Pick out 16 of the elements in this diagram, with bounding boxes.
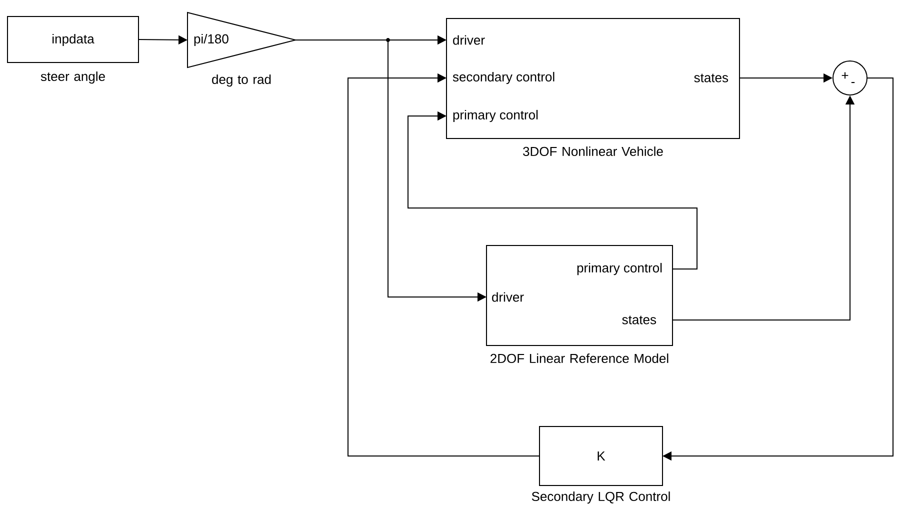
arrow — [348, 73, 540, 456]
arrow — [408, 111, 698, 270]
port-label: states — [694, 74, 728, 82]
block-caption: deg to rad — [212, 74, 271, 87]
port-label: driver — [453, 35, 485, 45]
block-caption: 3DOF Nonlinear Vehicle — [523, 146, 663, 156]
port-label: driver — [492, 292, 524, 302]
block-caption: steer angle — [40, 72, 105, 84]
block: K — [539, 426, 663, 486]
block-caption: 2DOF Linear Reference Model — [490, 354, 668, 364]
port-label: states — [622, 316, 656, 324]
port-label: primary control — [577, 262, 662, 276]
port-label: secondary control — [452, 72, 554, 84]
port-label: primary control — [453, 110, 538, 122]
block: inpdata — [7, 16, 139, 63]
block-caption: Secondary LQR Control — [532, 492, 670, 504]
